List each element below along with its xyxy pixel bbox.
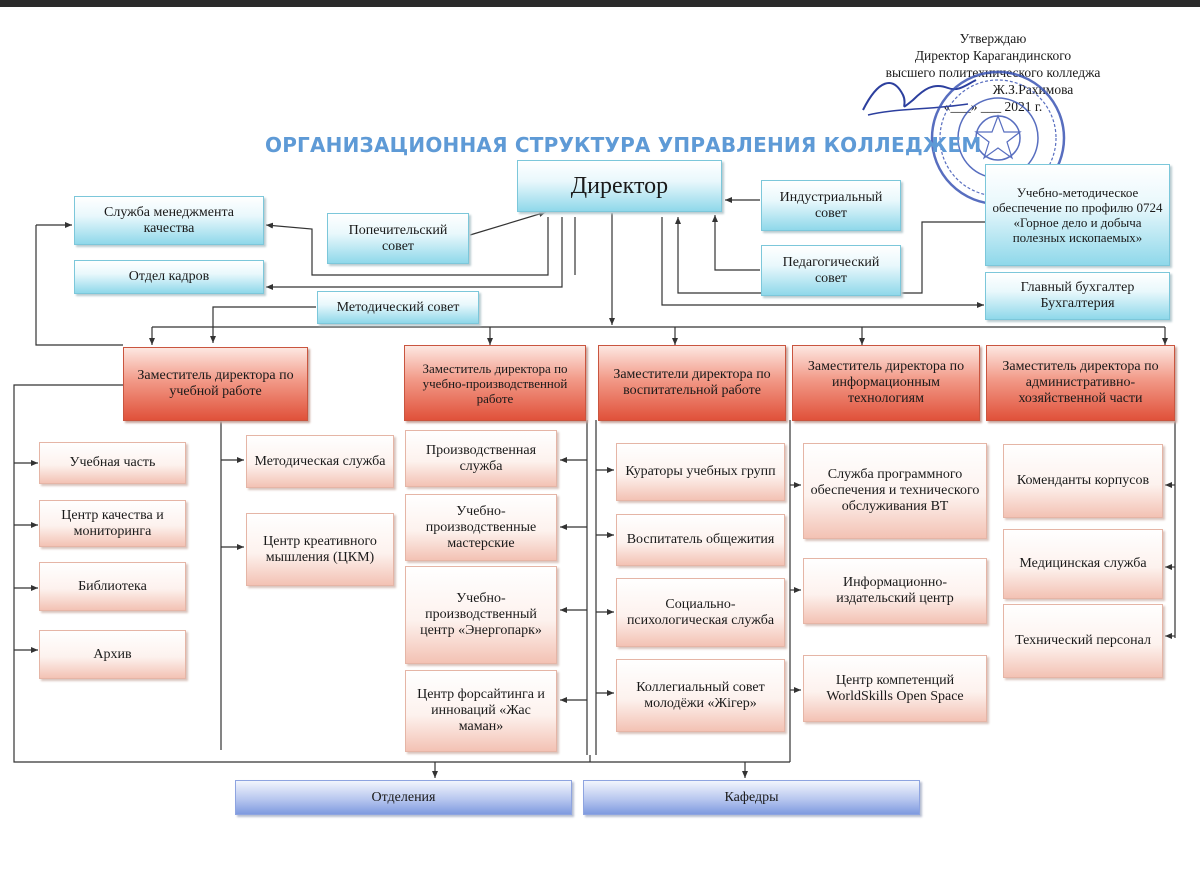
youth-council-box: Коллегиальный совет молодёжи «Жігер» (616, 659, 785, 732)
deputy-educational-box: Заместители директора по воспитательной … (598, 345, 786, 421)
dorm-educator-box: Воспитатель общежития (616, 514, 785, 566)
worldskills-center-box: Центр компетенций WorldSkills Open Space (803, 655, 987, 722)
energopark-box: Учебно-производственный центр «Энергопар… (405, 566, 557, 664)
industrial-council-box: Индустриальный совет (761, 180, 901, 231)
library-box: Библиотека (39, 562, 186, 611)
chief-accountant-box: Главный бухгалтер Бухгалтерия (985, 272, 1170, 320)
publishing-center-box: Информационно-издательский центр (803, 558, 987, 624)
deputy-production-box: Заместитель директора по учебно-производ… (404, 345, 586, 421)
approval-line-1: Утверждаю (959, 31, 1027, 46)
quality-center-box: Центр качества и мониторинга (39, 500, 186, 547)
director-box: Директор (517, 160, 722, 212)
departments-box: Отделения (235, 780, 572, 815)
archive-box: Архив (39, 630, 186, 679)
page-title: ОРГАНИЗАЦИОННАЯ СТРУКТУРА УПРАВЛЕНИЯ КОЛ… (265, 133, 982, 157)
curators-box: Кураторы учебных групп (616, 443, 785, 501)
technical-staff-box: Технический персонал (1003, 604, 1163, 678)
production-service-box: Производственная служба (405, 430, 557, 487)
deputy-admin-box: Заместитель директора по административно… (986, 345, 1175, 421)
deputy-academic-box: Заместитель директора по учебной работе (123, 347, 308, 421)
pedagogical-council-box: Педагогический совет (761, 245, 901, 296)
medical-service-box: Медицинская служба (1003, 529, 1163, 599)
software-service-box: Служба программного обеспечения и технич… (803, 443, 987, 539)
signature-icon (862, 79, 977, 116)
psych-service-box: Социально-психологическая служба (616, 578, 785, 647)
profile-support-box: Учебно-методическое обеспечение по профи… (985, 164, 1170, 266)
creative-center-box: Центр креативного мышления (ЦКМ) (246, 513, 394, 586)
board-of-trustees-box: Попечительский совет (327, 213, 469, 264)
hr-department-box: Отдел кадров (74, 260, 264, 294)
scan-top-border (0, 0, 1200, 7)
quality-service-box: Служба менеджмента качества (74, 196, 264, 245)
methodical-council-box: Методический совет (317, 291, 479, 324)
deputy-it-box: Заместитель директора по информационным … (792, 345, 980, 421)
approval-line-4: Ж.З.Рахимова (992, 82, 1074, 97)
methodical-service-box: Методическая служба (246, 435, 394, 488)
foresight-center-box: Центр форсайтинга и инноваций «Жас маман… (405, 670, 557, 752)
workshops-box: Учебно-производственные мастерские (405, 494, 557, 561)
academic-part-box: Учебная часть (39, 442, 186, 484)
commandants-box: Коменданты корпусов (1003, 444, 1163, 518)
chairs-box: Кафедры (583, 780, 920, 815)
approval-line-2: Директор Карагандинского (914, 48, 1072, 63)
